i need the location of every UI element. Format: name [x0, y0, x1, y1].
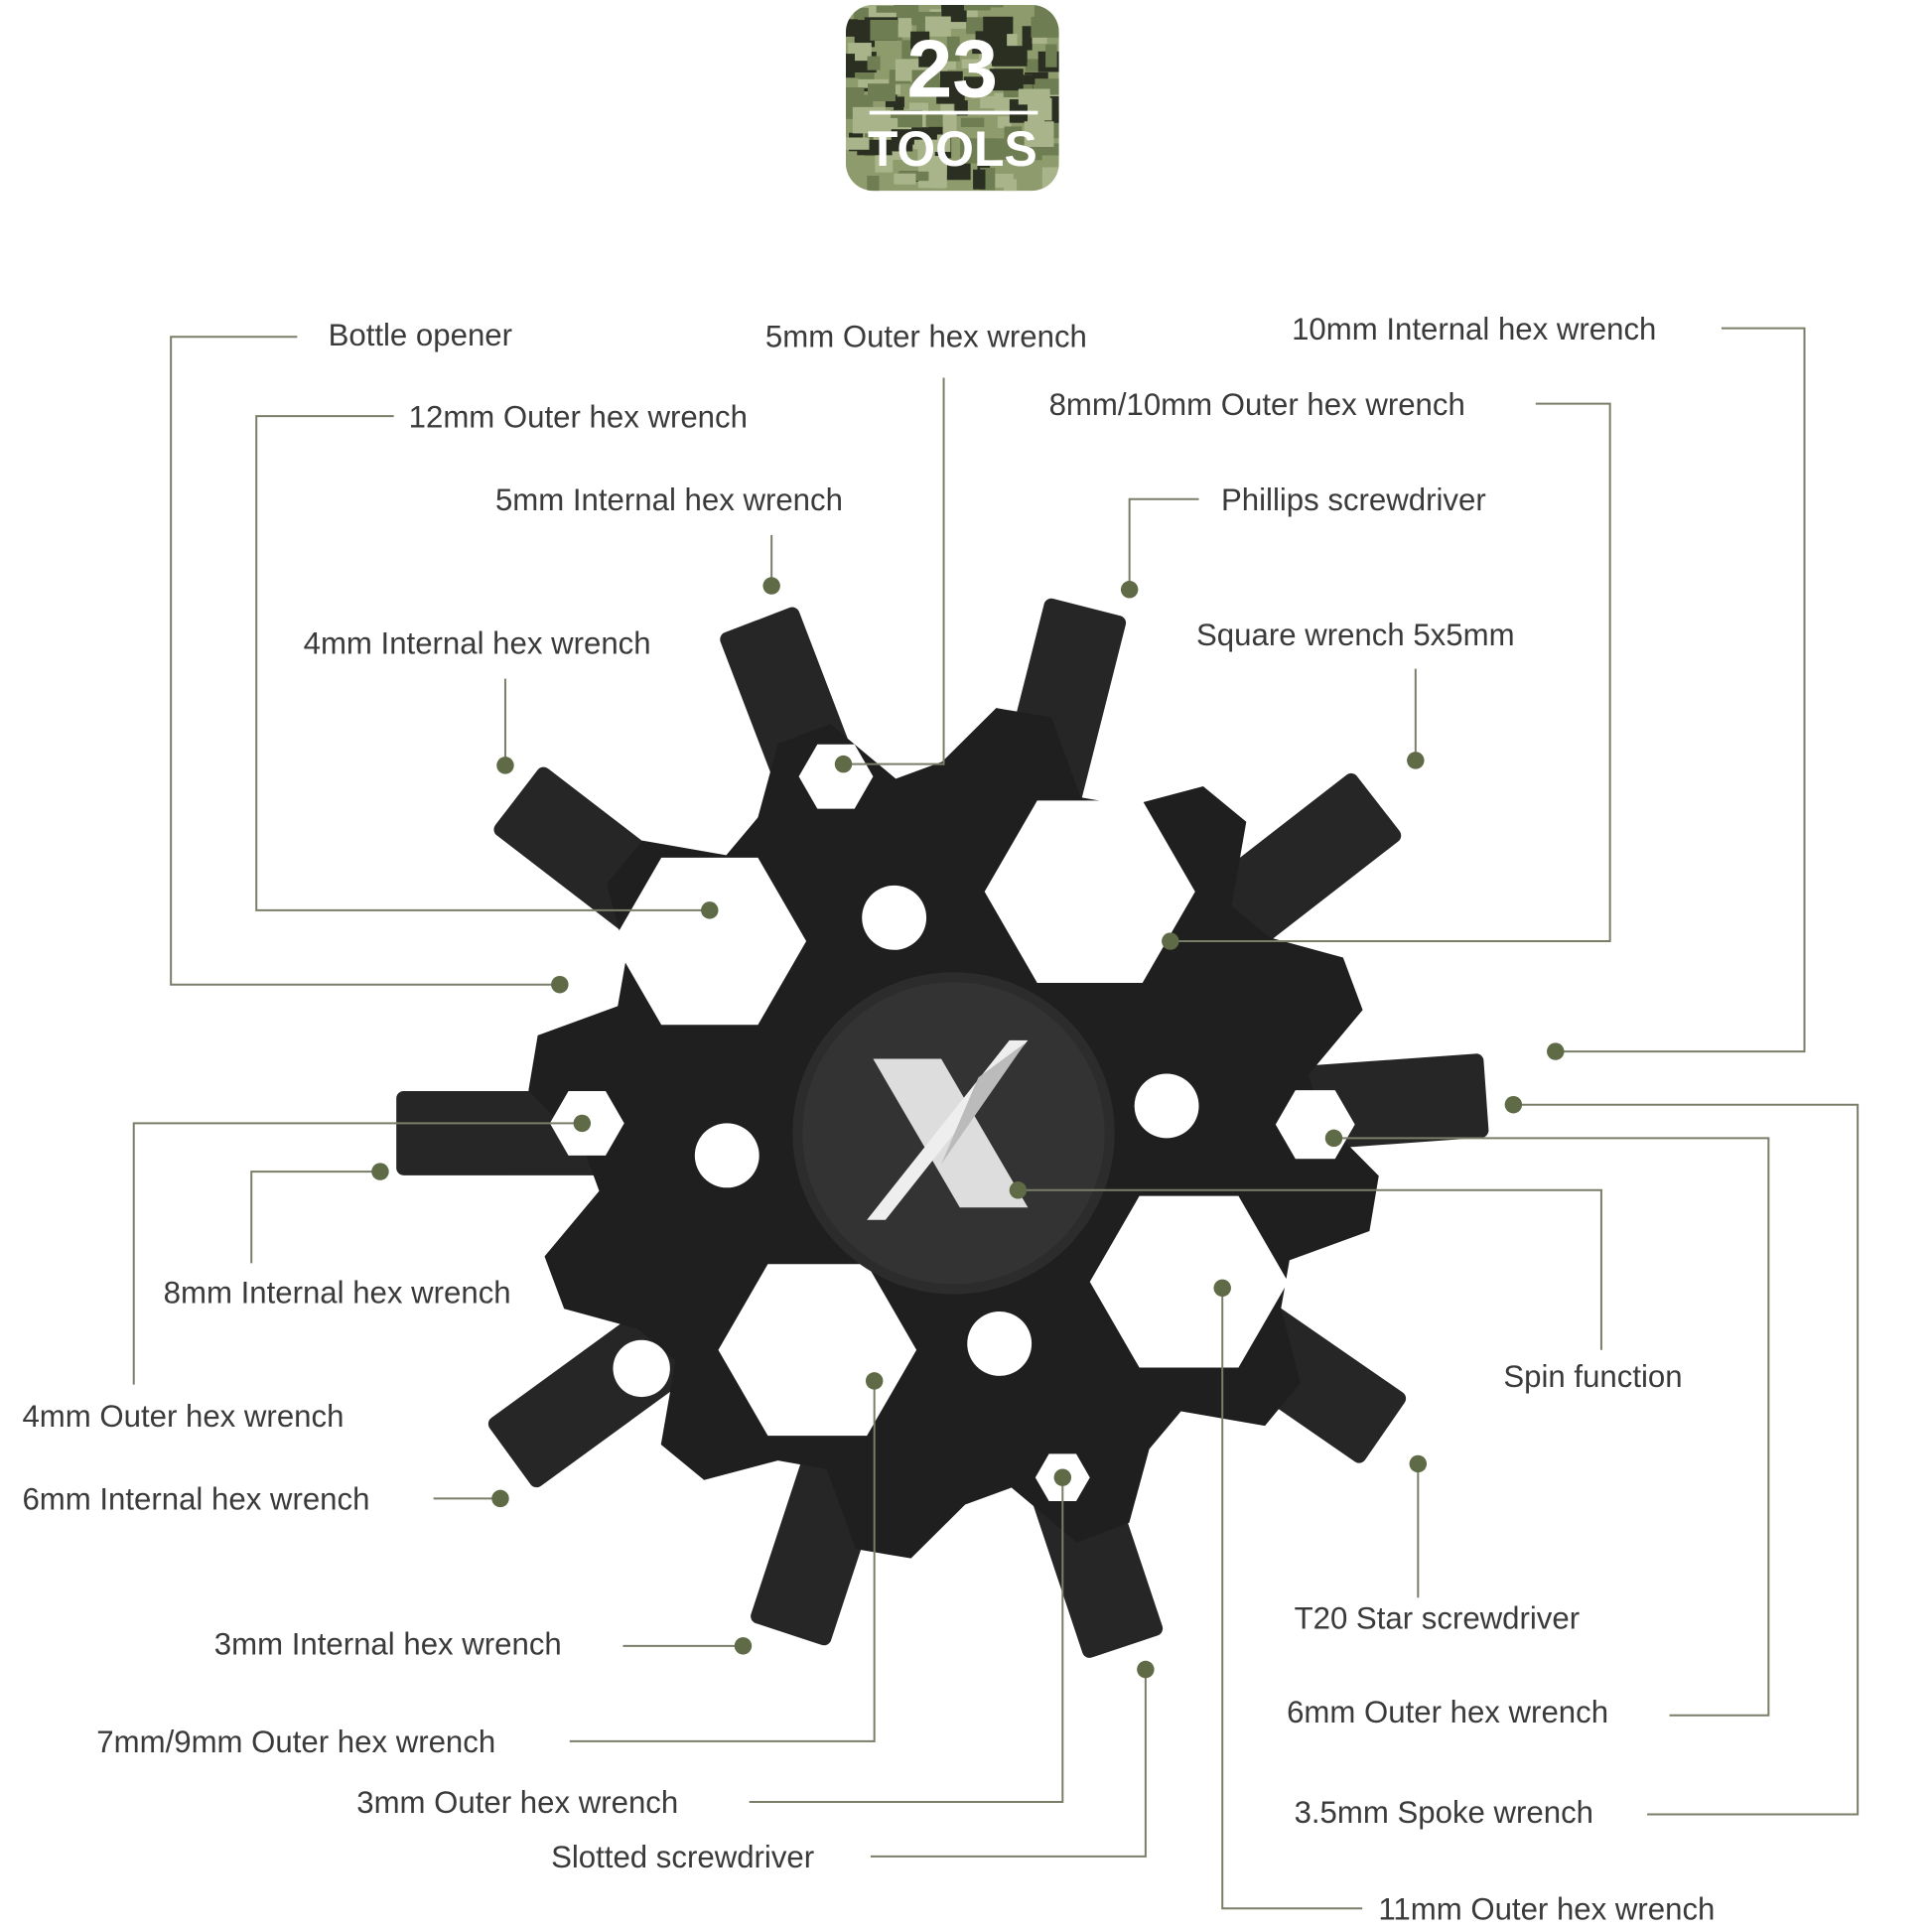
label-4mm-internal: 4mm Internal hex wrench: [304, 626, 651, 661]
label-4mm-outer: 4mm Outer hex wrench: [22, 1399, 344, 1434]
label-6mm-outer: 6mm Outer hex wrench: [1287, 1695, 1608, 1729]
callout-dot-8-10mm-outer: [1162, 932, 1179, 950]
tool-holes: [549, 744, 1355, 1502]
leader-line-phillips: [1128, 497, 1199, 590]
leader-line-spoke-wrench: [1513, 1103, 1860, 1816]
callout-dot-4mm-outer: [573, 1114, 592, 1133]
callout-dot-12mm-outer: [701, 901, 719, 919]
callout-dot-phillips: [1120, 581, 1139, 599]
badge-word: TOOLS: [868, 121, 1037, 177]
label-spoke-wrench: 3.5mm Spoke wrench: [1295, 1795, 1593, 1830]
label-10mm-internal: 10mm Internal hex wrench: [1292, 312, 1656, 346]
leader-line-7-9mm-outer: [569, 1380, 876, 1742]
callout-dot-6mm-outer: [1324, 1129, 1343, 1148]
multitool: [396, 598, 1489, 1658]
callout-dot-slotted: [1137, 1660, 1155, 1679]
leader-line-10mm-internal: [1555, 327, 1806, 1053]
callout-dot-spoke-wrench: [1504, 1095, 1523, 1114]
label-5mm-internal: 5mm Internal hex wrench: [495, 483, 843, 517]
callout-dot-square-wrench: [1407, 752, 1425, 769]
labels: Bottle opener 12mm Outer hex wrench 5mm …: [22, 312, 1715, 1927]
label-8-10mm-outer: 8mm/10mm Outer hex wrench: [1049, 387, 1465, 422]
leader-line-12mm-outer: [255, 415, 710, 911]
leader-line-6mm-outer: [1333, 1137, 1770, 1717]
callout-dot-3mm-internal: [734, 1637, 753, 1655]
label-6mm-internal: 6mm Internal hex wrench: [22, 1482, 369, 1517]
callout-dot-5mm-internal: [762, 577, 780, 595]
callout-dot-10mm-internal: [1547, 1042, 1565, 1060]
callout-dot-4mm-internal: [496, 757, 514, 774]
label-spin-function: Spin function: [1503, 1359, 1682, 1394]
label-square-wrench: Square wrench 5x5mm: [1196, 618, 1515, 652]
callout-dot-5mm-outer: [834, 755, 853, 773]
label-t20: T20 Star screwdriver: [1295, 1600, 1581, 1635]
label-phillips: Phillips screwdriver: [1221, 483, 1486, 517]
leader-line-spin-function: [1018, 1188, 1602, 1350]
x-logo-icon: [867, 1039, 1029, 1220]
23-tools-badge: 23 TOOLS: [845, 4, 1059, 192]
label-3mm-internal: 3mm Internal hex wrench: [214, 1627, 562, 1662]
callout-dot-3mm-outer: [1053, 1468, 1072, 1486]
label-5mm-outer: 5mm Outer hex wrench: [765, 319, 1087, 353]
label-bottle-opener: Bottle opener: [329, 318, 512, 352]
callout-dot-t20: [1409, 1454, 1428, 1473]
leader-line-11mm-outer: [1221, 1288, 1363, 1910]
label-8mm-internal: 8mm Internal hex wrench: [164, 1275, 511, 1310]
leader-line-3mm-outer: [749, 1477, 1064, 1804]
callout-dot-spin-function: [1009, 1181, 1028, 1199]
label-3mm-outer: 3mm Outer hex wrench: [356, 1785, 678, 1820]
callout-dot-8mm-internal: [371, 1163, 389, 1180]
leader-line-bottle-opener: [170, 336, 560, 986]
callout-dot-7-9mm-outer: [865, 1372, 884, 1390]
leader-line-4mm-outer: [132, 1122, 583, 1385]
label-7-9mm-outer: 7mm/9mm Outer hex wrench: [96, 1725, 495, 1759]
label-11mm-outer: 11mm Outer hex wrench: [1378, 1892, 1715, 1927]
callout-dot-6mm-internal: [491, 1489, 509, 1508]
leader-line-8-10mm-outer: [1170, 402, 1611, 943]
label-slotted: Slotted screwdriver: [551, 1840, 814, 1874]
badge-number: 23: [906, 23, 998, 114]
callout-dot-11mm-outer: [1213, 1279, 1231, 1298]
leader-line-8mm-internal: [250, 1171, 380, 1264]
callout-dot-bottle-opener: [551, 975, 569, 994]
leader-line-5mm-outer: [843, 377, 945, 765]
label-12mm-outer: 12mm Outer hex wrench: [409, 399, 748, 434]
leader-line-slotted: [870, 1669, 1147, 1858]
